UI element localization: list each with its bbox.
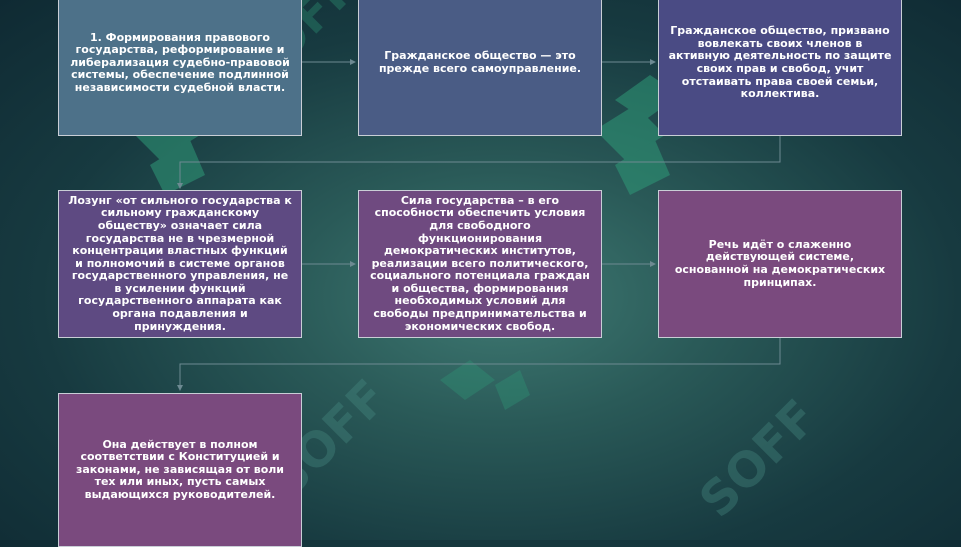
step-box-1: 1. Формирования правового государства, р… (58, 0, 302, 136)
step-text-4: Лозунг «от сильного государства к сильно… (68, 193, 292, 333)
step-box-5: Сила государства – в его способности обе… (358, 190, 602, 338)
step-text-3: Гражданское общество, призвано вовлекать… (668, 24, 892, 101)
step-box-3: Гражданское общество, призвано вовлекать… (658, 0, 902, 136)
connector-arrow (177, 338, 781, 391)
watermark-logo-icon (440, 360, 530, 410)
step-text-5: Сила государства – в его способности обе… (370, 193, 590, 333)
step-box-4: Лозунг «от сильного государства к сильно… (58, 190, 302, 338)
step-box-6: Речь идёт о слаженно действующей системе… (658, 190, 902, 338)
step-text-2: Гражданское общество — это прежде всего … (378, 49, 582, 75)
step-text-6: Речь идёт о слаженно действующей системе… (674, 237, 886, 289)
step-text-1: 1. Формирования правового государства, р… (70, 30, 290, 94)
step-box-2: Гражданское общество — это прежде всего … (358, 0, 602, 136)
step-text-7: Она действует в полном соответствии с Ко… (75, 437, 285, 501)
step-box-7: Она действует в полном соответствии с Ко… (58, 393, 302, 547)
connector-arrow (177, 136, 781, 189)
watermark-text: SOFF (689, 389, 828, 528)
